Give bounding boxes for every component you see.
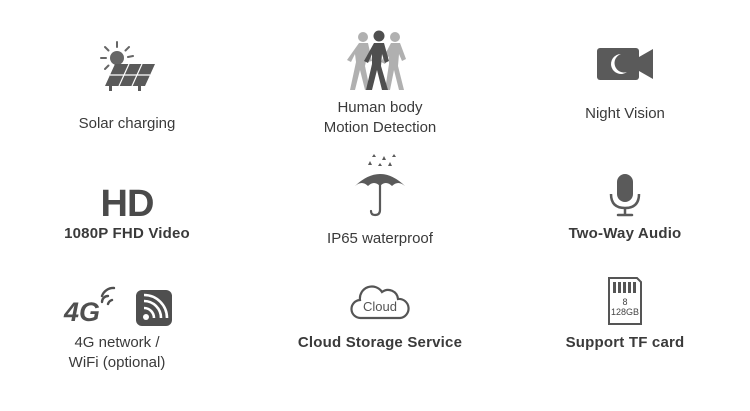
sd-card-icon: 8 128GB xyxy=(608,277,642,325)
night-label: Night Vision xyxy=(585,105,665,122)
microphone-icon xyxy=(609,174,641,217)
feature-solar: Solar charging xyxy=(52,38,202,134)
cloud-label: Cloud Storage Service xyxy=(297,334,463,351)
hd-icon: HD xyxy=(100,183,155,225)
feature-tfcard: 8 128GB Support TF card xyxy=(550,276,700,353)
network-label: 4G network / WiFi (optional) xyxy=(42,333,192,373)
waterproof-label: IP65 waterproof xyxy=(327,230,433,247)
umbrella-rain-icon xyxy=(355,154,405,217)
motion-label-line2: Motion Detection xyxy=(323,119,437,136)
night-camera-icon xyxy=(597,48,653,80)
feature-waterproof: IP65 waterproof xyxy=(300,154,460,249)
feature-network: 4G 4G network / WiFi (optional) xyxy=(42,286,192,373)
hd-label: 1080P FHD Video xyxy=(64,225,190,242)
network-icons: 4G xyxy=(42,286,192,330)
feature-hd: HD 1080P FHD Video xyxy=(52,184,202,244)
4g-signal-icon: 4G xyxy=(63,286,116,326)
feature-cloud: Cloud Cloud Storage Service xyxy=(290,282,470,353)
4g-badge: 4G xyxy=(63,297,100,326)
sd-card-line1: 8 xyxy=(622,297,627,307)
audio-label: Two-Way Audio xyxy=(568,225,682,242)
tfcard-label: Support TF card xyxy=(565,334,685,351)
motion-label-line1: Human body xyxy=(337,99,423,116)
wifi-icon xyxy=(136,290,172,326)
feature-audio: Two-Way Audio xyxy=(550,172,700,244)
walking-people-icon xyxy=(347,30,406,90)
feature-motion: Human body Motion Detection xyxy=(300,30,460,138)
network-label-line1: 4G network / xyxy=(74,334,160,351)
cloud-icon: Cloud xyxy=(350,285,410,320)
cloud-badge: Cloud xyxy=(363,299,397,314)
motion-label: Human body Motion Detection xyxy=(300,98,460,138)
solar-panel-icon xyxy=(100,41,155,91)
feature-night: Night Vision xyxy=(550,45,700,124)
solar-label: Solar charging xyxy=(78,115,176,132)
sd-card-line2: 128GB xyxy=(611,307,639,317)
network-label-line2: WiFi (optional) xyxy=(68,354,166,371)
